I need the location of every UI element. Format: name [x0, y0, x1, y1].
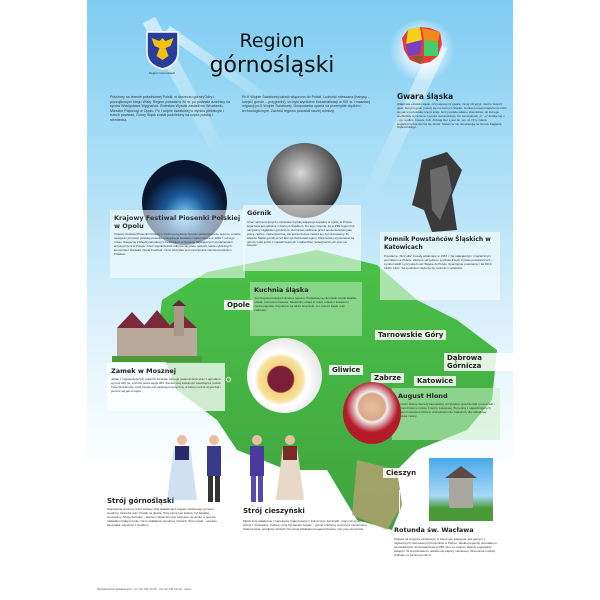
pomnik-heading: Pomnik Powstańców Śląskich w Katowicach: [384, 236, 491, 251]
zamek-card: Zamek w Mosznej Jeden z najpiękniejszych…: [107, 363, 225, 411]
kuchnia-text: Jest bogatą tradycją kulinarną regionu. …: [254, 296, 357, 312]
pomnik-card: Pomnik Powstańców Śląskich w Katowicach …: [380, 232, 500, 300]
gornik-card: Górnik Choć nazwa ta dotyczy człowieka w…: [243, 205, 361, 271]
folk-costumes-image: [167, 435, 304, 502]
crest-caption: Region Górnośląski: [148, 71, 176, 75]
festival-card: Krajowy Festiwal Piosenki Polskiej w Opo…: [110, 210, 245, 278]
map-label-katowice: Katowice: [414, 376, 457, 386]
stroj-cieszynski-text: Męski strój składał się z kapelusza, bia…: [243, 519, 368, 531]
silesian-dinner-plate-image: [247, 338, 322, 413]
hlond-heading: August Hlond: [398, 392, 448, 400]
map-label-gliwice: Gliwice: [329, 365, 364, 375]
intro-right: Po II Wojnie Światowej całość włączono d…: [242, 95, 370, 113]
silesia-crest-icon: [146, 31, 179, 70]
kuchnia-card: Kuchnia śląska Jest bogatą tradycją kuli…: [250, 282, 362, 336]
gwara-text: Właściwie etnolekt śląski, czyli więcej …: [397, 102, 507, 130]
rotunda-photo: [429, 458, 493, 521]
stroj-cieszynski-heading: Strój cieszyński: [243, 507, 305, 515]
stroj-gornoslaski-text: Najczęściej noszony przez kobiety strój …: [107, 507, 218, 527]
insurgents-monument-image: [412, 152, 462, 232]
gwara-heading: Gwara śląska: [397, 92, 454, 101]
map-label-tarnowskie-gory: Tarnowskie Góry: [375, 330, 447, 340]
poster: Region Górnośląski Region górnośląski Po…: [87, 0, 513, 600]
kuchnia-heading: Kuchnia śląska: [254, 286, 309, 294]
map-pin-line: [399, 490, 400, 523]
title-line1: Region: [239, 30, 305, 52]
map-label-dabrowa-gornicza: Dąbrowa Górnicza: [444, 353, 513, 371]
zamek-text: Jeden z najpiękniejszych polskich zamków…: [111, 377, 221, 393]
festival-text: Krajowy Festiwal Piosenki Polskiej w Opo…: [114, 232, 241, 256]
page-title: Region górnośląski: [207, 30, 337, 79]
intro-left: Położony na terenie południowej Polski, …: [110, 95, 230, 122]
map-label-opole: Opole: [224, 300, 253, 310]
rotunda-heading: Rotunda św. Wacława: [394, 526, 474, 534]
gornik-text: Choć nazwa ta dotyczy człowieka wydobywa…: [247, 220, 355, 248]
poland-map-icon: [402, 27, 442, 64]
hlond-text: Pierwszy biskup diecezji katowickiej, Ar…: [396, 402, 495, 418]
rotunda-text: Stojąca na wzgórzu zamkowym w Cieszynie …: [394, 537, 497, 557]
moszna-castle-image: [112, 300, 202, 362]
title-line2: górnośląski: [209, 53, 335, 78]
footer: Wydawnictwo Edukacyjne · tel. 32 745 10 …: [97, 587, 191, 591]
festival-heading: Krajowy Festiwal Piosenki Polskiej w Opo…: [114, 214, 241, 230]
gornik-heading: Górnik: [247, 209, 272, 217]
pomnik-text: Popularne „Skrzydła” zostały odsłonięte …: [384, 254, 493, 270]
map-pin: [226, 377, 231, 382]
map-label-zabrze: Zabrze: [371, 373, 405, 383]
map-label-cieszyn: Cieszyn: [383, 468, 420, 478]
august-hlond-portrait: [343, 382, 401, 444]
hlond-card: August Hlond Pierwszy biskup diecezji ka…: [392, 388, 500, 440]
stroj-gornoslaski-heading: Strój górnośląski: [107, 497, 175, 505]
zamek-heading: Zamek w Mosznej: [111, 367, 176, 375]
